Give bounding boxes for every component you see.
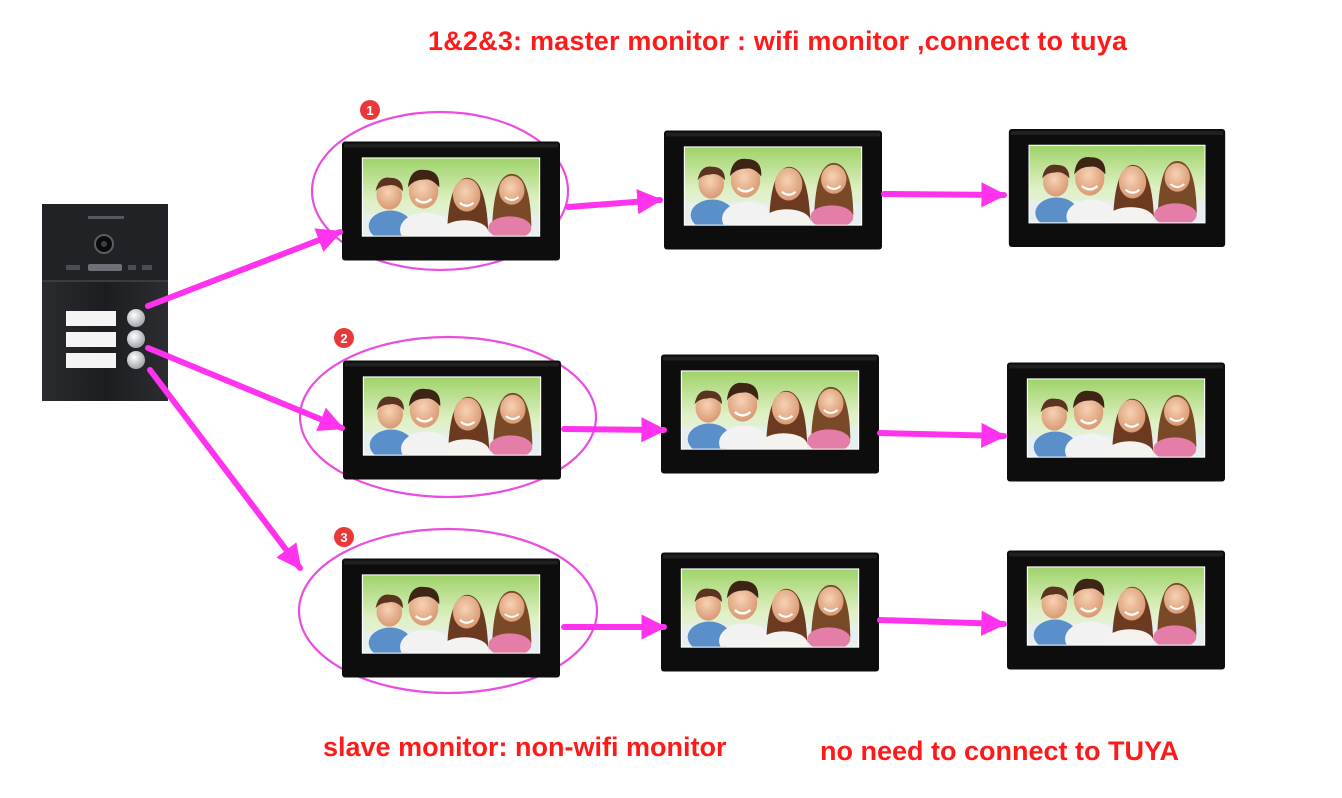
- slave-monitor-1b: [1009, 129, 1225, 247]
- slave-monitor-caption: slave monitor: non-wifi monitor: [323, 732, 727, 763]
- arrow-door-to-master-2: [148, 348, 342, 428]
- arrow-row1-b: [884, 194, 1004, 195]
- arrow-row1-a: [568, 200, 660, 207]
- arrow-door-to-master-1: [148, 232, 340, 306]
- badge-2-label: 2: [340, 331, 347, 346]
- slave-monitor-3a: [661, 553, 879, 672]
- name-plate: [66, 311, 116, 326]
- badge-3-label: 3: [340, 530, 347, 545]
- master-monitor-2: [343, 361, 561, 480]
- call-button-2[interactable]: [127, 330, 145, 348]
- master-monitor-3: [342, 559, 560, 678]
- slave-monitor-2a: [661, 355, 879, 474]
- call-button-1[interactable]: [127, 309, 145, 327]
- arrow-row2-b: [880, 433, 1004, 436]
- arrow-row2-a: [564, 429, 664, 430]
- badge-2: 2: [334, 328, 354, 348]
- slave-monitor-1a: [664, 131, 882, 250]
- arrow-row3-b: [880, 620, 1004, 624]
- slave-monitor-3b: [1007, 551, 1225, 670]
- master-monitor-1: [342, 142, 560, 261]
- slave-monitor-2b: [1007, 363, 1225, 482]
- name-plate: [66, 353, 116, 368]
- name-plate: [66, 332, 116, 347]
- call-button-3[interactable]: [127, 351, 145, 369]
- no-tuya-caption: no need to connect to TUYA: [820, 736, 1179, 767]
- badge-3: 3: [334, 527, 354, 547]
- badge-1-label: 1: [366, 103, 373, 118]
- badge-1: 1: [360, 100, 380, 120]
